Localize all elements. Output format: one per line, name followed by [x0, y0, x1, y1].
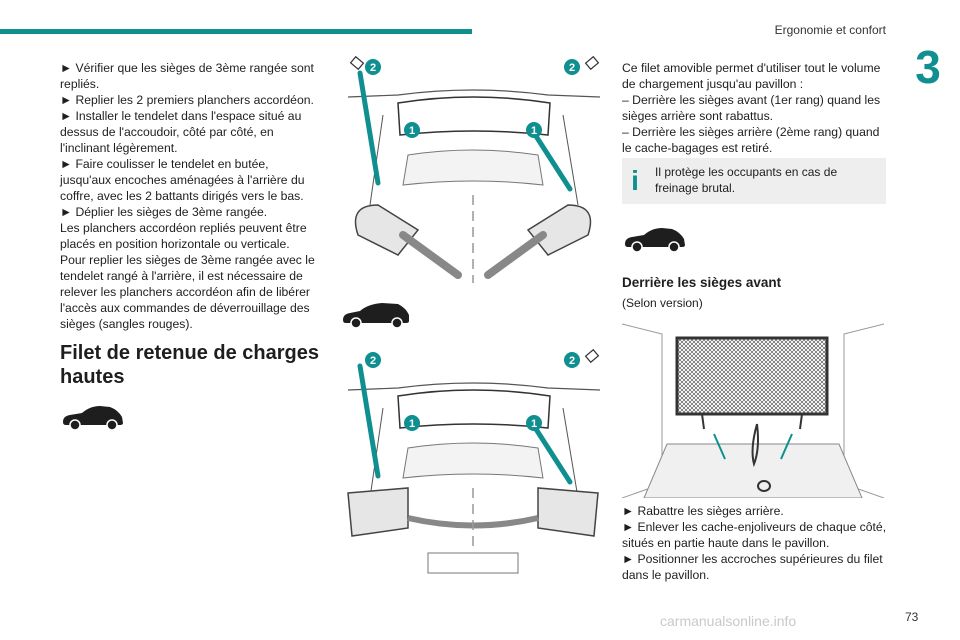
version-note: (Selon version) — [622, 296, 703, 310]
paragraph: Les planchers accordéon repliés peuvent … — [60, 221, 307, 251]
chapter-number: 3 — [915, 41, 941, 93]
car-silhouette-icon — [343, 303, 409, 329]
watermark: carmanualsonline.info — [660, 613, 797, 629]
clip-icon — [584, 55, 600, 71]
list-item: ► Positionner les accroches supérieures … — [622, 552, 883, 582]
svg-text:1: 1 — [409, 418, 415, 430]
subsection-heading: Derrière les sièges avant — [622, 275, 782, 290]
page-number: 73 — [905, 610, 919, 624]
illustration-rear-seats: 2 2 1 1 — [338, 348, 608, 576]
paragraph: ► Replier les 2 premiers planchers accor… — [60, 93, 314, 107]
svg-text:1: 1 — [531, 418, 537, 430]
info-icon: i — [631, 165, 639, 196]
svg-text:2: 2 — [569, 62, 575, 74]
clip-icon — [349, 55, 365, 71]
svg-text:1: 1 — [409, 125, 415, 137]
paragraph: Pour replier les sièges de 3ème rangée a… — [60, 253, 315, 331]
car-silhouette-icon — [625, 228, 685, 253]
list-item: ► Enlever les cache-enjoliveurs de chaqu… — [622, 520, 887, 550]
info-box: i Il protège les occupants en cas de fre… — [622, 158, 886, 204]
paragraph: Ce filet amovible permet d'utiliser tout… — [622, 61, 881, 91]
list-item: ► Rabattre les sièges arrière. — [622, 504, 784, 518]
svg-text:1: 1 — [531, 125, 537, 137]
svg-text:2: 2 — [569, 355, 575, 367]
paragraph: ► Déplier les sièges de 3ème rangée. — [60, 205, 268, 219]
list-item: – Derrière les sièges arrière (2ème rang… — [622, 125, 880, 155]
svg-text:2: 2 — [370, 62, 376, 74]
list-item: – Derrière les sièges avant (1er rang) q… — [622, 93, 881, 123]
net-description-column: Ce filet amovible permet d'utiliser tout… — [622, 60, 892, 156]
steps-list: ► Rabattre les sièges arrière. ► Enlever… — [622, 503, 892, 583]
paragraph: ► Vérifier que les sièges de 3ème rangée… — [60, 61, 314, 91]
info-text: Il protège les occupants en cas de frein… — [655, 165, 838, 195]
net-section-heading: Filet de retenue de charges hautes — [60, 342, 319, 388]
header-accent-bar — [0, 29, 472, 34]
illustration-cargo-net — [622, 314, 884, 498]
paragraph: ► Installer le tendelet dans l'espace si… — [60, 109, 302, 155]
paragraph: ► Faire coulisser le tendelet en butée, … — [60, 157, 305, 203]
illustration-front-seats: 2 2 1 1 — [338, 55, 608, 283]
car-silhouette-icon — [63, 406, 123, 431]
svg-text:2: 2 — [370, 355, 376, 367]
section-title: Ergonomie et confort — [774, 23, 886, 37]
instructions-column: ► Vérifier que les sièges de 3ème rangée… — [60, 60, 322, 332]
clip-icon — [584, 348, 600, 364]
